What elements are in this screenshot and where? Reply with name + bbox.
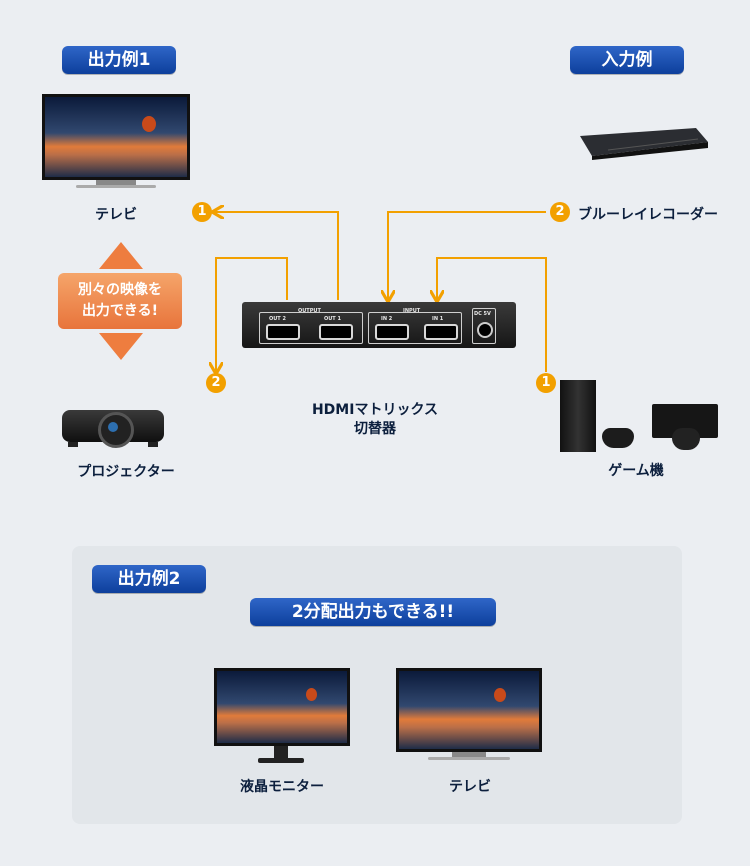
note-line2: 出力できる! (81, 303, 159, 319)
updown-arrows (99, 242, 143, 360)
hdmi-switcher: OUTPUT OUT 2 OUT 1 INPUT IN 2 IN 1 DC 5V (242, 302, 516, 348)
game-label: ゲーム機 (608, 463, 664, 479)
game-consoles-image (560, 378, 720, 454)
example2-banner: 2分配出力もできる!! (250, 598, 496, 626)
bluray-recorder-image (578, 126, 710, 160)
port-in1 (424, 324, 458, 340)
dc-jack (477, 322, 493, 338)
arrow-out2-to-projector (216, 257, 288, 372)
input-example-title: 入力例 (570, 46, 684, 74)
lcd-monitor-image (214, 668, 350, 766)
bluray-label: ブルーレイレコーダー (578, 207, 718, 223)
tv2-image (396, 668, 542, 764)
port-in2-label: IN 2 (381, 316, 393, 322)
dc-label: DC 5V (474, 311, 491, 317)
badge-projector: 2 (206, 373, 226, 393)
tv-image (42, 94, 190, 190)
bluray-shape (580, 128, 708, 160)
badge-game: 1 (536, 373, 556, 393)
port-out1 (319, 324, 353, 340)
input-group (368, 312, 462, 344)
note-separate-output: 別々の映像を 出力できる! (58, 273, 182, 329)
badge-bluray: 2 (550, 202, 570, 222)
port-out2 (266, 324, 300, 340)
projector-image (58, 404, 168, 450)
arrow-out1-to-tv (214, 212, 339, 300)
tv2-label: テレビ (449, 779, 491, 795)
example1-title: 出力例1 (62, 46, 176, 74)
switcher-name-line1: HDMIマトリックス (311, 402, 439, 418)
input-label: INPUT (403, 308, 421, 314)
monitor-label: 液晶モニター (240, 779, 324, 795)
output-label: OUTPUT (298, 308, 321, 314)
port-in2 (375, 324, 409, 340)
dc-group (472, 308, 496, 344)
example2-title: 出力例2 (92, 565, 206, 593)
badge-tv: 1 (192, 202, 212, 222)
port-out2-label: OUT 2 (269, 316, 286, 322)
arrow-bluray-to-in2 (388, 211, 546, 300)
output-group (259, 312, 363, 344)
port-out1-label: OUT 1 (324, 316, 341, 322)
port-in1-label: IN 1 (432, 316, 444, 322)
projector-label: プロジェクター (77, 464, 175, 480)
arrow-game-to-in1 (437, 257, 547, 372)
switcher-name-line2: 切替器 (354, 421, 396, 437)
note-line1: 別々の映像を (78, 282, 162, 298)
tv-label: テレビ (95, 207, 137, 223)
